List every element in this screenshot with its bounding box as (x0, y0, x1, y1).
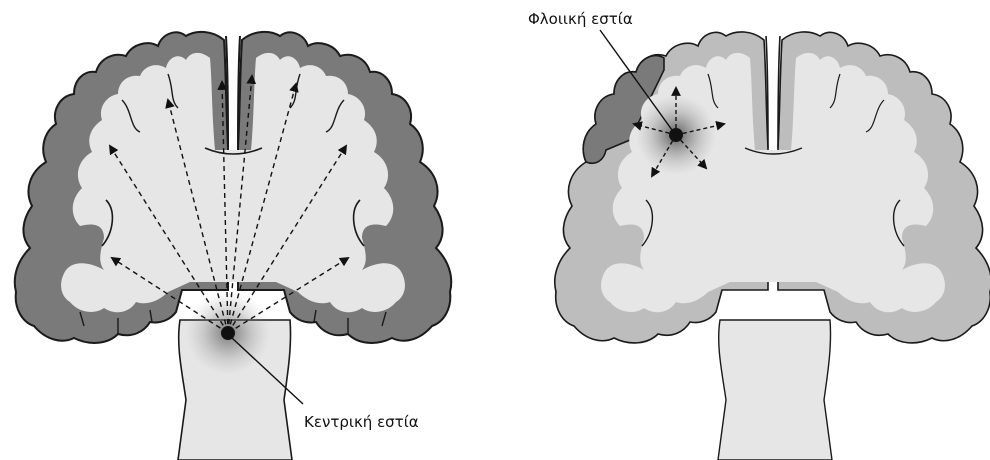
right-brain-diagram: Φλοιική εστία (528, 10, 990, 460)
right-brainstem (718, 320, 832, 460)
left-brain-diagram: Κεντρική εστία (15, 32, 451, 460)
left-fissure (226, 36, 240, 148)
cortical-focus-label: Φλοιική εστία (528, 10, 633, 28)
central-focus-label: Κεντρική εστία (304, 413, 419, 431)
